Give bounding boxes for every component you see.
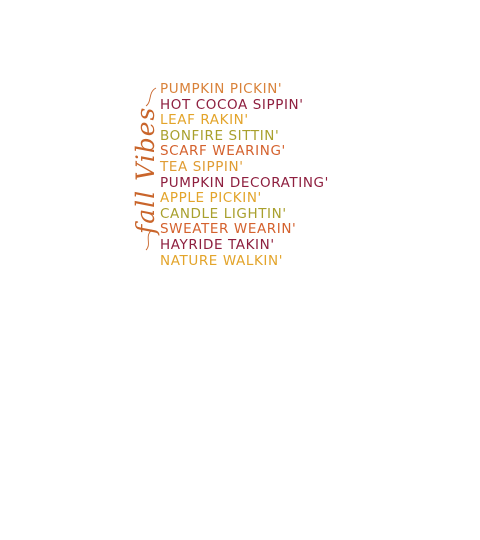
activity-item: SCARF WEARING' bbox=[160, 143, 286, 160]
activity-item: NATURE WALKIN' bbox=[160, 252, 284, 269]
activity-item: HAYRIDE TAKIN' bbox=[160, 236, 275, 253]
script-flourish-bottom bbox=[145, 229, 153, 251]
activity-item: CANDLE LIGHTIN' bbox=[160, 205, 287, 222]
activity-item: APPLE PICKIN' bbox=[160, 190, 262, 207]
activity-item: PUMPKIN PICKIN' bbox=[160, 81, 283, 97]
activity-item: BONFIRE SITTIN' bbox=[160, 127, 280, 144]
activity-item: PUMPKIN DECORATING' bbox=[160, 174, 329, 191]
activity-item: TEA SIPPIN' bbox=[160, 158, 244, 175]
fall-activities-list: PUMPKIN PICKIN' HOT COCOA SIPPIN' LEAF R… bbox=[160, 81, 329, 269]
activity-item: HOT COCOA SIPPIN' bbox=[160, 96, 304, 113]
activity-item: SWEATER WEARIN' bbox=[160, 221, 297, 238]
activity-item: LEAF RAKIN' bbox=[160, 112, 249, 129]
fall-vibes-script-title: fall Vibes bbox=[126, 82, 166, 254]
fall-vibes-script-text: fall Vibes bbox=[131, 107, 160, 236]
script-flourish-top bbox=[145, 87, 157, 107]
